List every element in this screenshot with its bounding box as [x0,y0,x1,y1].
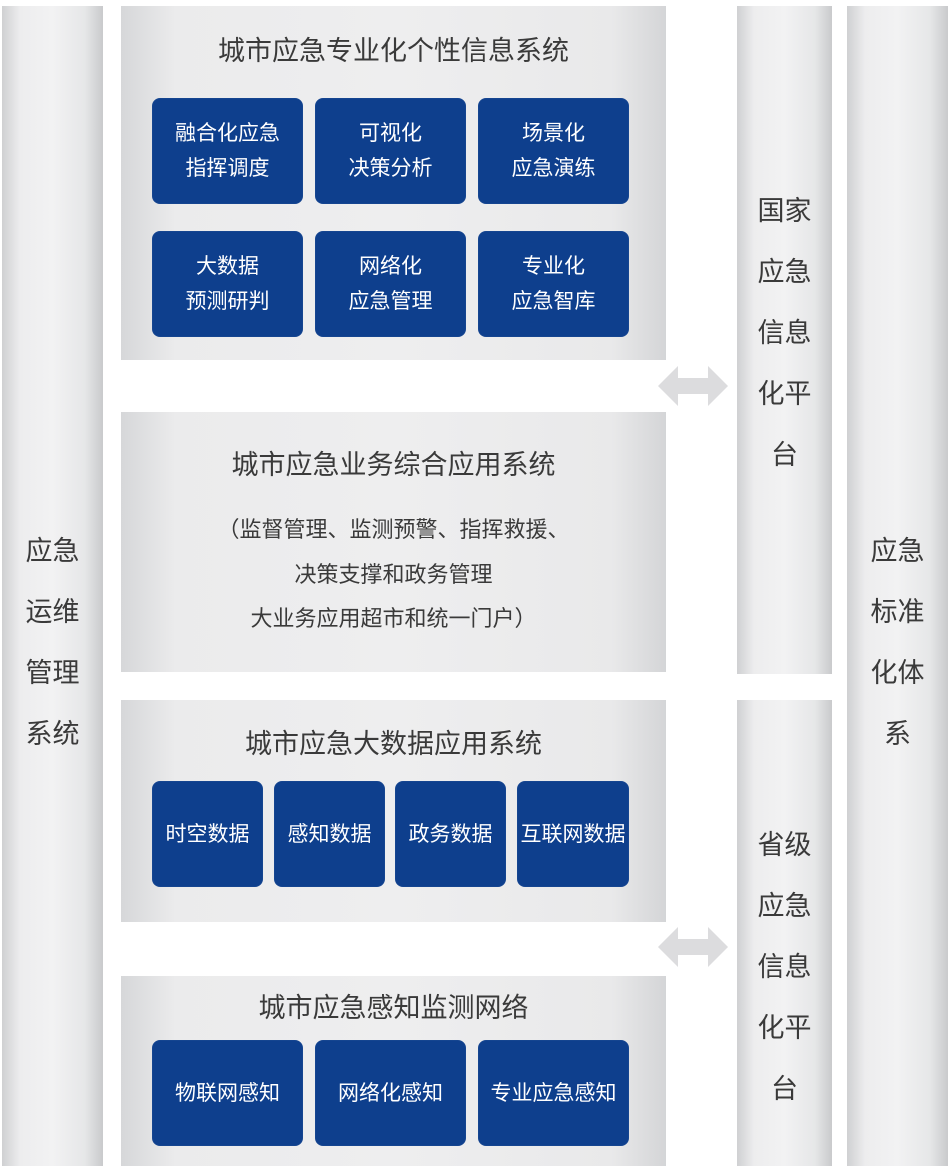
sensing-network-title: 城市应急感知监测网络 [258,993,529,1024]
provincial-platform-label: 省级 应急 信息 化平 台 [757,830,812,1105]
network-management-box: 网络化 应急管理 [315,231,466,337]
spatiotemporal-data-box: 时空数据 [152,781,263,887]
double-arrow-icon [658,927,728,967]
info-system-panel: 城市应急专业化个性信息系统 融合化应急 指挥调度 可视化 决策分析 场景化 应急… [121,6,666,360]
national-platform-panel: 国家 应急 信息 化平 台 [737,6,832,674]
prediction-box: 大数据 预测研判 [152,231,303,337]
drill-box: 场景化 应急演练 [478,98,629,204]
business-system-desc-line-3: 大业务应用超市和统一门户） [250,607,537,632]
business-system-desc-line-1: （监督管理、监测预警、指挥救援、 [217,518,570,543]
info-system-title: 城市应急专业化个性信息系统 [218,36,569,67]
bigdata-system-title: 城市应急大数据应用系统 [245,729,542,760]
internet-data-box: 互联网数据 [517,781,629,887]
business-system-panel: 城市应急业务综合应用系统 （监督管理、监测预警、指挥救援、 决策支撑和政务管理 … [121,412,666,672]
business-system-title: 城市应急业务综合应用系统 [231,450,556,481]
left-pillar-label: 应急 运维 管理 系统 [25,536,80,750]
think-tank-box: 专业化 应急智库 [478,231,629,337]
right-pillar-standardization: 应急 标准 化体 系 [847,6,948,1166]
iot-sensing-box: 物联网感知 [152,1040,303,1146]
dispatch-box: 融合化应急 指挥调度 [152,98,303,204]
decision-analysis-box: 可视化 决策分析 [315,98,466,204]
network-sensing-box: 网络化感知 [315,1040,466,1146]
provincial-platform-panel: 省级 应急 信息 化平 台 [737,700,832,1166]
government-data-box: 政务数据 [395,781,506,887]
sensing-data-box: 感知数据 [274,781,385,887]
national-platform-label: 国家 应急 信息 化平 台 [757,196,812,471]
business-system-desc-line-2: 决策支撑和政务管理 [294,563,493,588]
bigdata-system-panel: 城市应急大数据应用系统 时空数据 感知数据 政务数据 互联网数据 [121,700,666,922]
double-arrow-icon [658,366,728,406]
sensing-network-panel: 城市应急感知监测网络 物联网感知 网络化感知 专业应急感知 [121,976,666,1166]
professional-sensing-box: 专业应急感知 [478,1040,629,1146]
right-pillar-label: 应急 标准 化体 系 [870,536,925,750]
left-pillar-ops-management: 应急 运维 管理 系统 [2,6,103,1166]
